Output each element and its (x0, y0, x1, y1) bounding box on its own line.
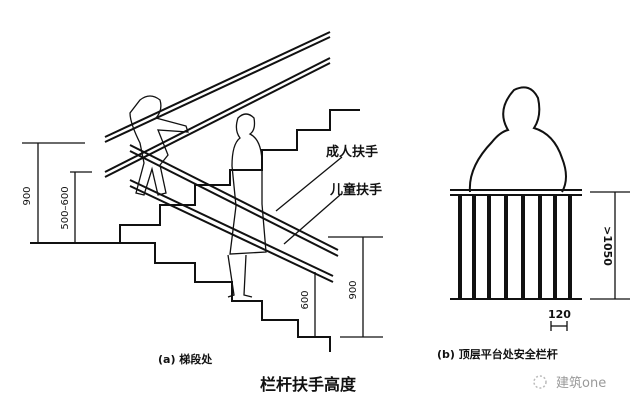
dimension-900-left: 900 (22, 142, 85, 243)
child-handrail-label: 儿童扶手 (329, 182, 382, 198)
adult-handrail-label: 成人扶手 (326, 144, 378, 160)
dim-120-label: 120 (548, 308, 571, 321)
child-figure (129, 95, 189, 196)
dim-500-600-label: 500–600 (60, 186, 71, 229)
adult-figure (227, 113, 267, 298)
caption-b: (b) 顶层平台处安全栏杆 (437, 347, 558, 361)
dimension-600: 600 (300, 272, 316, 337)
caption-a: (a) 梯段处 (158, 352, 213, 366)
diagram-title: 栏杆扶手高度 (260, 375, 357, 394)
dimension-900-right: 900 (328, 236, 383, 338)
dimension-120: 120 (548, 308, 571, 331)
stair-section (30, 109, 360, 352)
dim-600-label: 600 (300, 290, 311, 309)
dim-1050-label: >1050 (601, 226, 614, 266)
safety-railing (450, 189, 582, 300)
dim-900-right-label: 900 (348, 280, 359, 299)
dimension-500-600: 500–600 (60, 171, 92, 243)
watermark-text: 建筑one (556, 375, 606, 391)
handrails (104, 31, 339, 283)
dimension-1050: >1050 (590, 191, 630, 300)
lower-stair-steps (30, 242, 331, 352)
adult-silhouette (468, 86, 567, 193)
dim-900-label: 900 (22, 186, 33, 205)
watermark: 建筑one (533, 375, 606, 391)
wechat-icon (533, 375, 547, 389)
upper-stair-steps (119, 109, 360, 243)
